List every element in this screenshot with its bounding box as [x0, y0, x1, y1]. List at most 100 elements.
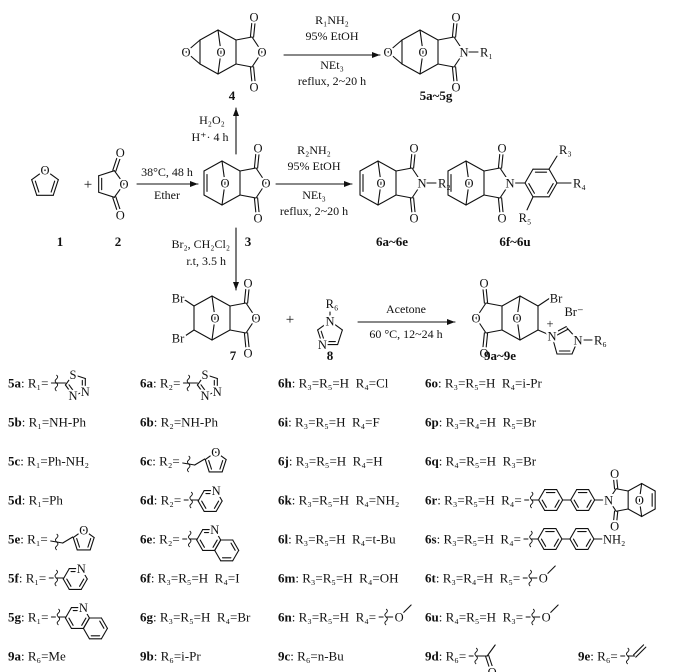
bond	[377, 160, 397, 172]
bond	[245, 317, 257, 334]
double-bond-inner	[320, 330, 326, 342]
carbonyl-oxygen: O	[243, 276, 252, 290]
bond	[211, 329, 231, 341]
condition-amine: R₂NH₂	[297, 143, 331, 157]
bond	[516, 295, 521, 319]
reaction-arrow-head	[233, 282, 239, 290]
bond	[447, 194, 467, 206]
double-bond-inner	[230, 542, 236, 551]
nitrogen: N	[69, 389, 78, 403]
carbonyl-oxygen: O	[610, 467, 619, 481]
bond	[196, 373, 206, 386]
double-bond-inner	[553, 538, 559, 547]
separator: :	[21, 649, 28, 664]
double-bond	[214, 539, 222, 551]
double-bond	[556, 499, 564, 511]
compound-1: O1	[31, 161, 63, 249]
carbonyl	[497, 147, 501, 169]
bond	[239, 194, 257, 199]
bond	[411, 167, 423, 184]
bond	[537, 329, 553, 337]
substituent-entry-6p: 6p: R₃=R₄=H R₅=Br	[425, 415, 537, 430]
substituent-definition: R₄=R₅=H R₃=Br	[446, 454, 537, 469]
bond	[113, 183, 125, 198]
bond	[98, 191, 115, 198]
carbonyl	[455, 16, 459, 38]
double-bond-inner	[212, 539, 218, 548]
compound-id: 9e	[578, 649, 591, 664]
compound-id: 6i	[278, 415, 289, 430]
bond	[221, 182, 226, 206]
compound-id: 6p	[425, 415, 439, 430]
substituent-entry: 6p: R₃=R₄=H R₅=Br	[425, 415, 537, 430]
substituent-entry-6o: 6o: R₃=R₅=H R₄=i-Pr	[425, 376, 543, 391]
bond	[570, 489, 578, 501]
substituent-entry-6d: 6d: R₂=N	[140, 482, 223, 512]
carbonyl	[413, 197, 417, 219]
substituent-definition: R₃=R₅=H R₄=NH₂	[299, 493, 400, 508]
bond	[556, 489, 564, 501]
separator: :	[439, 415, 446, 430]
bond	[401, 29, 421, 41]
substituent-entry: 6b: R₂=NH-Ph	[140, 415, 218, 430]
double-bond-inner	[50, 180, 56, 193]
bond	[475, 302, 487, 319]
bond	[211, 317, 216, 341]
bond	[519, 329, 539, 341]
bond	[641, 508, 656, 518]
bond	[214, 529, 222, 541]
compound-id: 6e	[140, 532, 153, 547]
condition-temperature: 38°C, 48 h	[141, 165, 193, 179]
substituent-definition: R₂=	[161, 493, 182, 508]
bond	[516, 317, 521, 341]
double-bond	[538, 499, 546, 511]
carbonyl	[409, 197, 413, 219]
separator: :	[19, 571, 26, 586]
carbonyl	[615, 510, 619, 527]
bond	[587, 528, 595, 540]
double-bond	[485, 655, 491, 670]
carbonyl	[115, 196, 123, 216]
bond	[204, 390, 218, 397]
substituent-entry-9e: 9e: R₆=	[578, 644, 647, 665]
substituent-entry-6h: 6h: R₃=R₅=H R₄=Cl	[278, 376, 389, 391]
separator: :	[20, 454, 27, 469]
bridge-oxygen: O	[376, 176, 385, 190]
compound-id: 6k	[278, 493, 293, 508]
compound-id: 6m	[278, 571, 296, 586]
compound-label-6f-6u: 6f~6u	[499, 234, 530, 249]
r-group-label: R₁	[480, 46, 493, 60]
substituent-entry-6k: 6k: R₃=R₅=H R₄=NH₂	[278, 493, 399, 508]
substituent-entry: 6n: R₃=R₅=H R₄=	[278, 610, 376, 625]
substituent-definition: R₆=	[597, 649, 618, 664]
bond	[317, 320, 331, 331]
bond	[526, 196, 534, 211]
bond	[359, 160, 379, 172]
substituent-entry: 6g: R₃=R₅=H R₄=Br	[140, 610, 251, 625]
imide-nitrogen: N	[459, 45, 468, 59]
bond	[465, 160, 470, 184]
separator: :	[295, 571, 302, 586]
compound-label-4: 4	[229, 88, 236, 103]
compound-id: 9c	[278, 649, 291, 664]
bond	[181, 297, 195, 307]
condition-temperature: 60 °C, 12~24 h	[369, 327, 442, 341]
compound-id: 5d	[8, 493, 23, 508]
bond	[485, 302, 503, 307]
substituent-entry-6m: 6m: R₃=R₅=H R₄=OH	[278, 571, 399, 586]
bond	[211, 295, 231, 307]
substituent-entry: 6u: R₄=R₅=H R₃=	[425, 610, 523, 625]
separator: :	[439, 649, 446, 664]
compound-label-6a-6e: 6a~6e	[376, 234, 408, 249]
substituent-entry-5f: 5f: R₁=N	[8, 560, 88, 590]
bond	[221, 160, 226, 184]
bond	[193, 329, 213, 341]
carbonyl-oxygen: O	[243, 346, 252, 360]
double-bond-inner	[81, 617, 87, 626]
plus-sign: +	[84, 177, 92, 193]
substituent-entry: 9b: R₆=i-Pr	[140, 649, 201, 664]
condition-base: NEt₃	[320, 58, 344, 72]
bond	[447, 160, 467, 172]
